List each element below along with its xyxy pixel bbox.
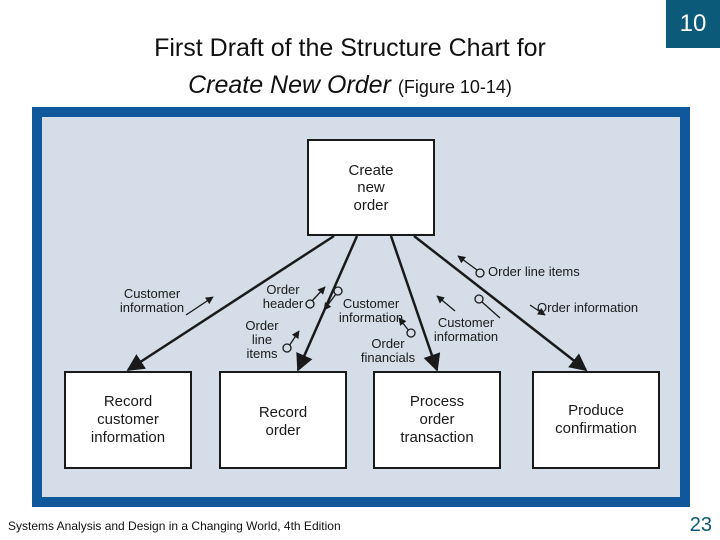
couple-arrow-3 (323, 293, 337, 311)
call-arrow-3 (389, 235, 441, 372)
couple-label-5-line-2: financials (361, 350, 416, 365)
data-couples (185, 255, 546, 353)
couple-label-4-line-2: line (252, 332, 272, 347)
couple-label-8: Order information (537, 300, 638, 315)
couple-label-4-line-3: items (246, 346, 278, 361)
couple-label-4-line-1: Order (245, 318, 279, 333)
couple-arrow-6 (436, 295, 456, 312)
module-record-customer-information: Record customer information (64, 371, 192, 469)
module-2-line-2: order (265, 422, 300, 439)
module-4-line-1: Produce (568, 402, 624, 419)
couple-arrow-2 (311, 286, 326, 302)
couple-label-1-line-2: information (120, 300, 184, 315)
module-produce-confirmation: Produce confirmation (532, 371, 660, 469)
module-1-line-2: customer (97, 411, 159, 428)
module-record-order: Record order (219, 371, 347, 469)
couple-label-6-line-2: information (434, 329, 498, 344)
call-arrow-4 (413, 235, 588, 372)
couple-circle-3 (333, 286, 343, 296)
title-italic-part: Create New Order (188, 71, 391, 99)
top-module-line-2: new (357, 179, 385, 196)
couple-arrow-5 (398, 317, 410, 332)
couple-labels: Customer information Order header Custom… (120, 264, 638, 365)
couple-arrow-8 (529, 304, 546, 316)
module-4-line-2: confirmation (555, 420, 637, 437)
footer-source: Systems Analysis and Design in a Changin… (8, 519, 341, 533)
page-number: 23 (689, 514, 712, 536)
slide-title: First Draft of the Structure Chart for C… (100, 30, 600, 106)
couple-circle-2 (305, 299, 315, 309)
couple-label-6-line-1: Customer (438, 315, 495, 330)
couple-label-2-line-1: Order (266, 282, 300, 297)
module-3-line-1: Process (410, 393, 464, 410)
couple-label-7: Order line items (488, 264, 580, 279)
figure-reference: (Figure 10-14) (397, 77, 512, 97)
module-1-line-3: information (91, 429, 165, 446)
title-line-2: Create New Order (Figure 10-14) (100, 67, 600, 106)
couple-circle-4 (282, 343, 292, 353)
couple-label-3-line-2: information (339, 310, 403, 325)
module-2-line-1: Record (259, 404, 307, 421)
module-1-line-1: Record (104, 393, 152, 410)
chapter-badge: 10 (666, 0, 720, 48)
couple-arrow-7 (457, 255, 478, 271)
title-line-1: First Draft of the Structure Chart for (154, 34, 546, 62)
couple-circle-7 (475, 268, 485, 278)
couple-arrow-4 (288, 330, 300, 347)
couple-label-1-line-1: Customer (124, 286, 181, 301)
module-process-order-transaction: Process order transaction (373, 371, 501, 469)
couple-arrow-1 (185, 296, 214, 316)
couple-label-3-line-1: Customer (343, 296, 400, 311)
couple-circle-8 (474, 294, 484, 304)
module-create-new-order: Create new order (307, 139, 435, 236)
couple-label-2-line-2: header (263, 296, 304, 311)
couple-label-5-line-1: Order (371, 336, 405, 351)
module-3-line-3: transaction (400, 429, 473, 446)
couple-circle-5 (406, 328, 416, 338)
top-module-line-1: Create (348, 162, 393, 179)
module-3-line-2: order (419, 411, 454, 428)
call-arrow-1 (126, 234, 335, 372)
top-module-line-3: order (353, 197, 388, 214)
couple-line-8 (481, 301, 501, 319)
